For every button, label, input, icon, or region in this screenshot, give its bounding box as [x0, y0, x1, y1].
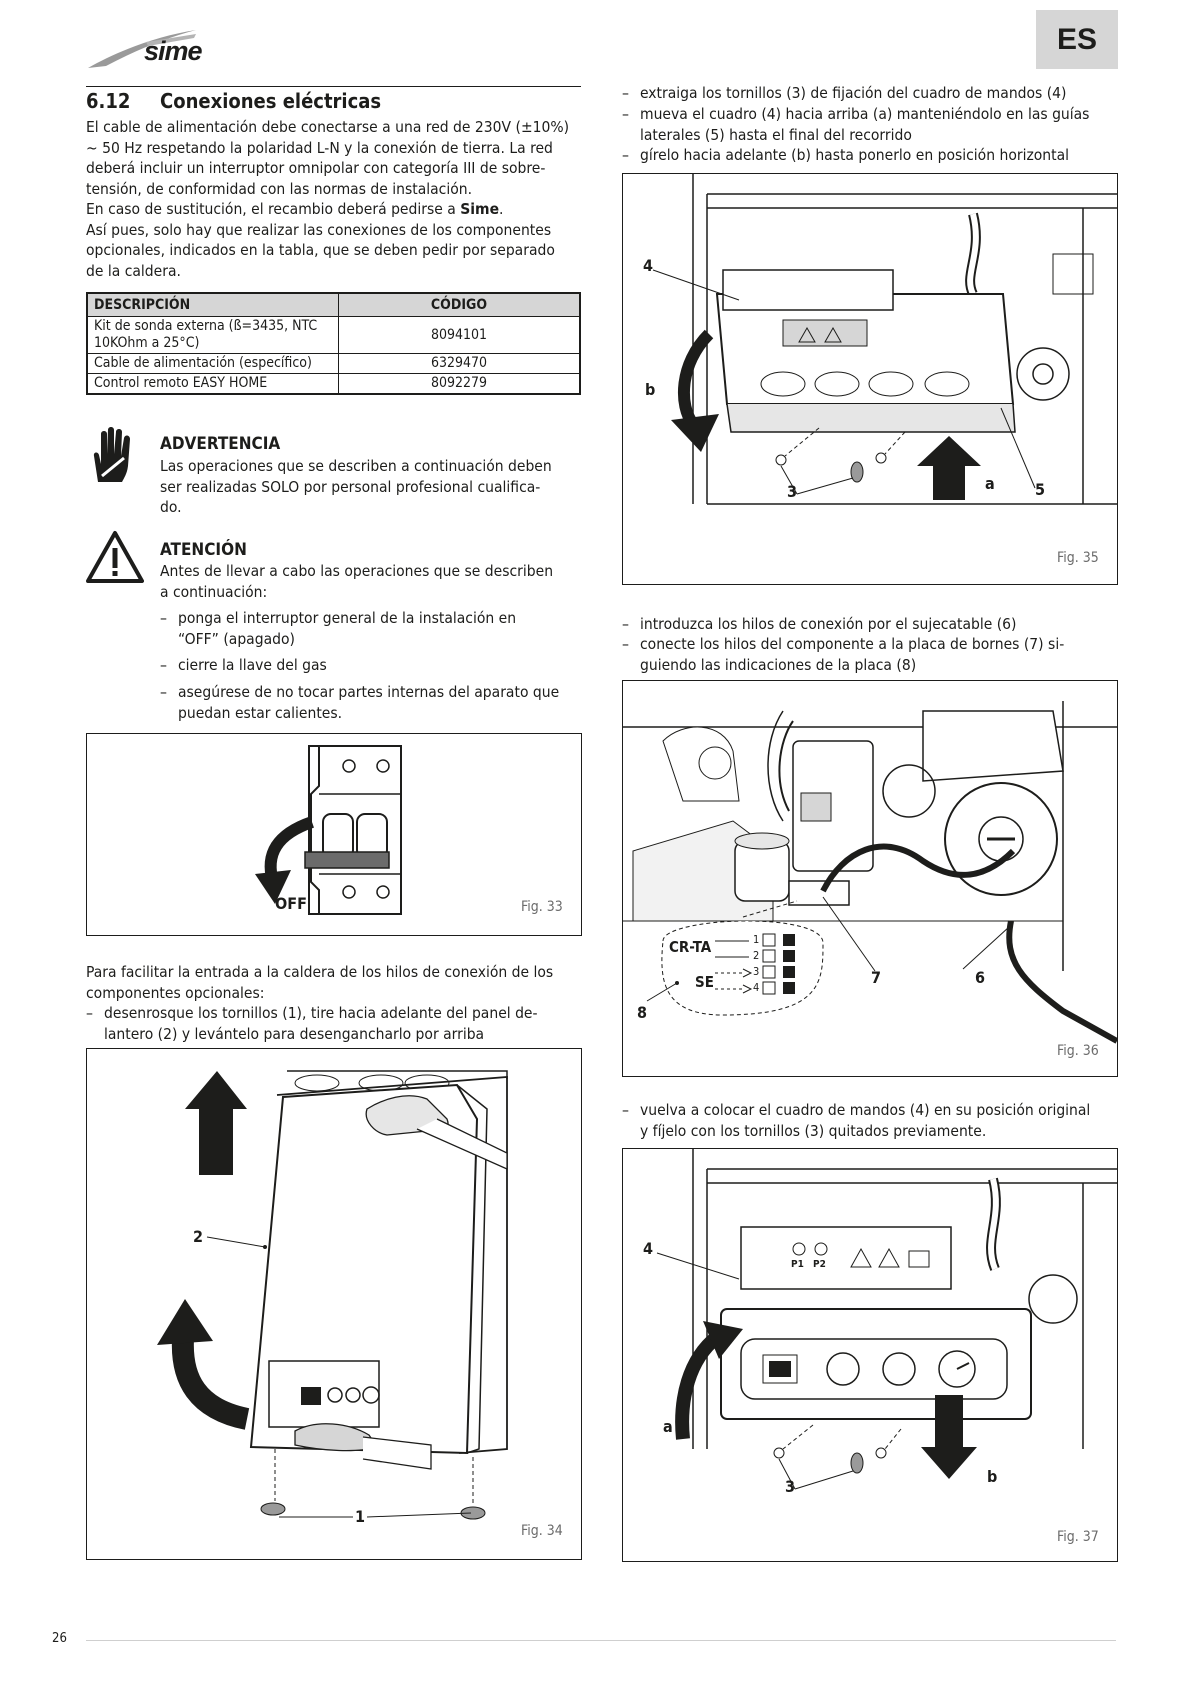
- callout-5: 5: [1035, 480, 1046, 499]
- caution-triangle-icon: [86, 530, 144, 584]
- access-paragraph: Para facilitar la entrada a la caldera d…: [86, 963, 554, 1002]
- terminal-label-se: SE: [695, 973, 714, 991]
- table-cell-description: Control remoto EASY HOME: [86, 373, 339, 395]
- caution-bullet: – ponga el interruptor general de la ins…: [160, 609, 517, 648]
- figure-37: P1 P2 4 a 3 b Fig. 37: [622, 1148, 1118, 1562]
- terminal-number: 4: [753, 981, 760, 994]
- footer-rule: [86, 1640, 1116, 1641]
- intro-line: tensión, de conformidad con las normas d…: [86, 179, 473, 198]
- caution-title: ATENCIÓN: [160, 540, 247, 560]
- step-bullet: – extraiga los tornillos (3) de fijación…: [622, 84, 1067, 102]
- hand-warning-icon: [86, 426, 144, 484]
- callout-1: 1: [355, 1507, 366, 1526]
- table-header-code: CÓDIGO: [338, 292, 581, 317]
- pot-label-p2: P2: [813, 1259, 826, 1270]
- table-cell-code: 8094101: [338, 316, 581, 354]
- warning-title: ADVERTENCIA: [160, 434, 281, 454]
- pot-label-p1: P1: [791, 1259, 804, 1270]
- optional-line: de la caldera.: [86, 261, 181, 280]
- brand-logo: sime: [86, 22, 236, 72]
- terminal-wiring-illustration: [623, 701, 1117, 1044]
- figure-caption: Fig. 33: [521, 899, 563, 915]
- figure-caption: Fig. 34: [521, 1523, 563, 1539]
- optional-line: opcionales, indicados en la tabla, que s…: [86, 241, 555, 259]
- intro-paragraph: El cable de alimentación debe conectarse…: [86, 117, 580, 281]
- figure-caption: Fig. 37: [1057, 1529, 1099, 1545]
- caution-bullet: – cierre la llave del gas: [160, 656, 327, 674]
- table-row: Control remoto EASY HOME 8092279: [86, 373, 581, 395]
- callout-4: 4: [643, 256, 654, 275]
- step-bullet: – gírelo hacia adelante (b) hasta ponerl…: [622, 146, 1070, 164]
- control-panel-refit-illustration: [656, 1149, 1117, 1490]
- table-cell-code: 8092279: [338, 373, 581, 395]
- page-number: 26: [52, 1631, 67, 1646]
- figure-35: 4 b 3 a 5 Fig. 35: [622, 173, 1118, 585]
- step-bullet: – mueva el cuadro (4) hacia arriba (a) m…: [622, 105, 1090, 144]
- table-header-description: DESCRIPCIÓN: [86, 292, 339, 317]
- table-cell-description: Cable de alimentación (específico): [86, 353, 339, 374]
- caution-text: Antes de llevar a cabo las operaciones q…: [160, 562, 554, 601]
- caution-bullet: – asegúrese de no tocar partes internas …: [160, 683, 560, 722]
- callout-a: a: [663, 1417, 673, 1436]
- sime-swoosh-icon: [88, 30, 196, 68]
- off-label: OFF: [275, 894, 307, 913]
- warning-text: Las operaciones que se describen a conti…: [160, 457, 552, 516]
- front-panel-removal-illustration: [157, 1070, 508, 1520]
- callout-4: 4: [643, 1239, 654, 1258]
- figure-caption: Fig. 35: [1057, 550, 1099, 566]
- step-bullet: – conecte los hilos del componente a la …: [622, 635, 1065, 674]
- callout-6: 6: [975, 968, 986, 987]
- intro-line: ~ 50 Hz respetando la polaridad L-N y la…: [86, 138, 553, 157]
- table-header-row: DESCRIPCIÓN CÓDIGO: [86, 292, 581, 317]
- section-number: 6.12: [86, 89, 131, 113]
- terminal-number: 2: [753, 949, 760, 962]
- main-switch-illustration: [255, 745, 402, 915]
- callout-b: b: [987, 1467, 998, 1486]
- brand-mention: Sime: [460, 200, 500, 218]
- figure-36: CR-TA SE 1 2 3 4 7 6 8 Fig. 36: [622, 680, 1118, 1077]
- step-bullet: – introduzca los hilos de conexión por e…: [622, 615, 1017, 633]
- terminal-number: 3: [753, 965, 760, 978]
- callout-8: 8: [637, 1003, 648, 1022]
- replacement-line: En caso de sustitución, el recambio debe…: [86, 200, 504, 218]
- callout-3: 3: [785, 1477, 796, 1496]
- table-row: Kit de sonda externa (ß=3435, NTC 10KOhm…: [86, 316, 581, 354]
- callout-b: b: [645, 380, 656, 399]
- brand-name: sime: [144, 36, 203, 66]
- terminal-number: 1: [753, 933, 760, 946]
- callout-a: a: [985, 474, 995, 493]
- figure-34: 2 1 Fig. 34: [86, 1048, 582, 1560]
- callout-2: 2: [193, 1227, 204, 1246]
- table-row: Cable de alimentación (específico) 63294…: [86, 353, 581, 374]
- table-cell-code: 6329470: [338, 353, 581, 374]
- terminal-label-crta: CR-TA: [669, 938, 712, 956]
- figure-caption: Fig. 36: [1057, 1043, 1099, 1059]
- access-bullet: – desenrosque los tornillos (1), tire ha…: [86, 1004, 538, 1043]
- step-bullet: – vuelva a colocar el cuadro de mandos (…: [622, 1101, 1091, 1140]
- callout-3: 3: [787, 482, 798, 501]
- optional-components-table: DESCRIPCIÓN CÓDIGO Kit de sonda externa …: [86, 292, 581, 395]
- section-rule: [86, 86, 581, 87]
- table-cell-description: Kit de sonda externa (ß=3435, NTC 10KOhm…: [86, 316, 339, 354]
- intro-line: El cable de alimentación debe conectarse…: [86, 118, 570, 136]
- figure-33: OFF Fig. 33: [86, 733, 582, 936]
- intro-line: deberá incluir un interruptor omnipolar …: [86, 159, 546, 177]
- callout-7: 7: [871, 968, 882, 987]
- optional-line: Así pues, solo hay que realizar las cone…: [86, 220, 552, 239]
- control-panel-lift-illustration: [652, 174, 1117, 505]
- language-tab: ES: [1036, 10, 1118, 69]
- section-title: Conexiones eléctricas: [160, 89, 382, 113]
